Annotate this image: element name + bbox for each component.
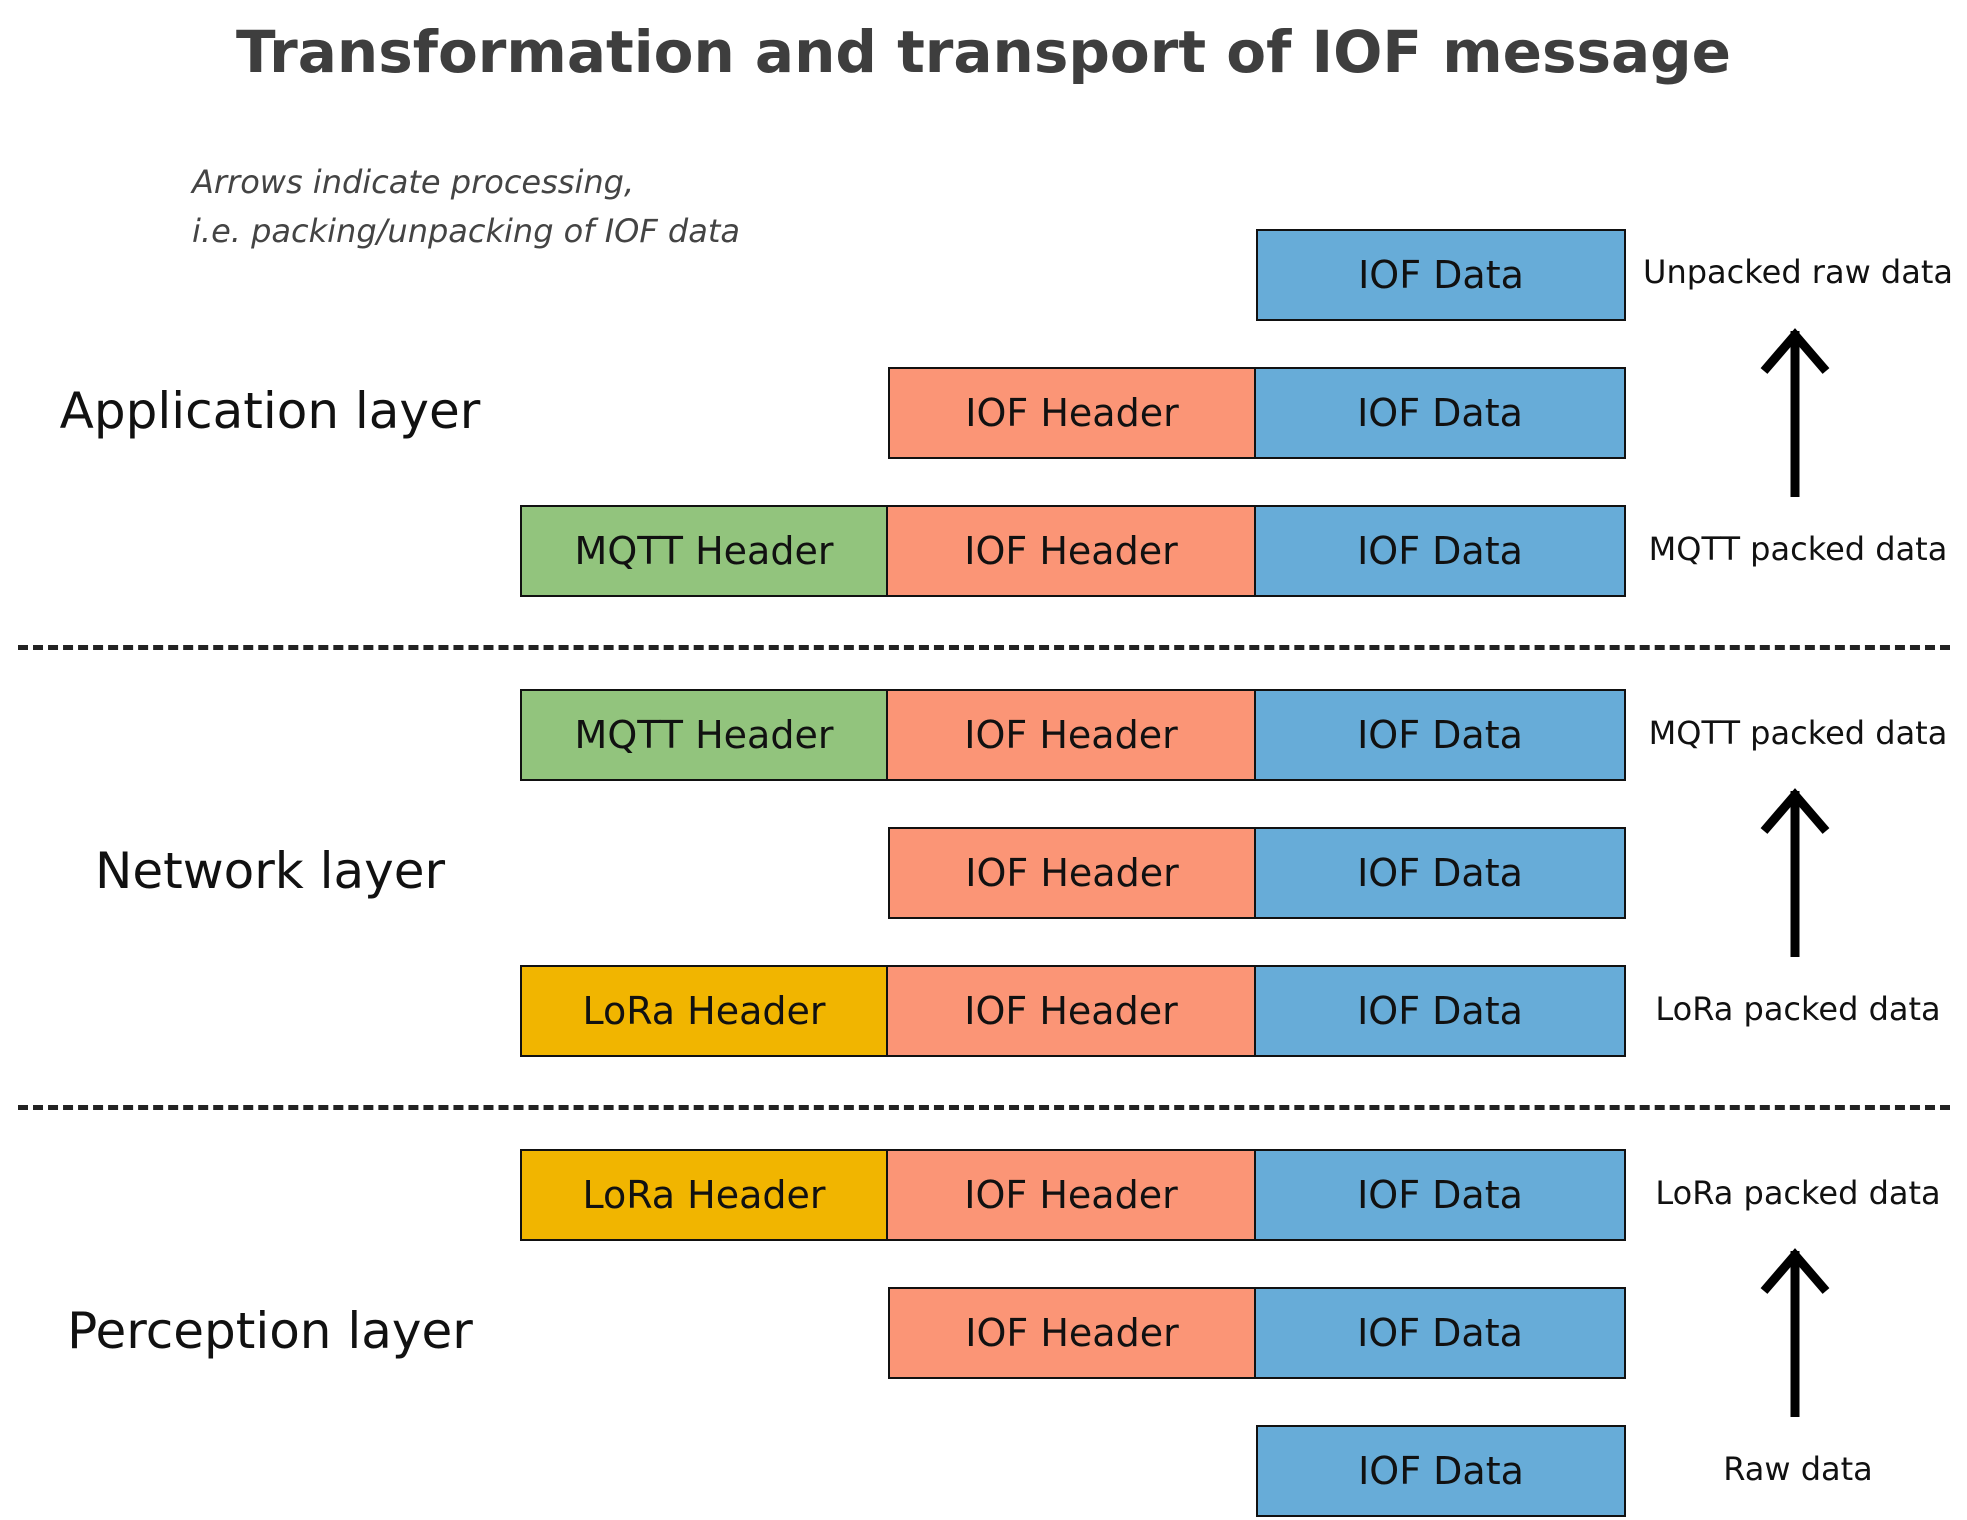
iof-header-block: IOF Header <box>888 1149 1256 1241</box>
iof-data-block: IOF Data <box>1256 229 1626 321</box>
label-unpacked-raw-data: Unpacked raw data <box>1643 253 1953 291</box>
up-arrow-icon <box>1760 788 1830 957</box>
iof-data-block: IOF Data <box>1256 1149 1626 1241</box>
per-row-lora: LoRa Header IOF Header IOF Data <box>0 1149 1967 1241</box>
lora-header-block: LoRa Header <box>520 1149 888 1241</box>
net-row-mqtt: MQTT Header IOF Header IOF Data <box>0 689 1967 781</box>
iof-header-block: IOF Header <box>888 827 1256 919</box>
note-line-2: i.e. packing/unpacking of IOF data <box>192 212 740 250</box>
iof-data-block: IOF Data <box>1256 367 1626 459</box>
iof-header-block: IOF Header <box>888 367 1256 459</box>
iof-data-block: IOF Data <box>1256 1425 1626 1517</box>
mqtt-header-block: MQTT Header <box>520 505 888 597</box>
layer-label-perception: Perception layer <box>67 1302 473 1360</box>
net-row-iof: IOF Header IOF Data <box>0 827 1967 919</box>
up-arrow-icon <box>1760 328 1830 497</box>
layer-divider <box>18 1105 1950 1110</box>
iof-data-block: IOF Data <box>1256 505 1626 597</box>
layer-label-application: Application layer <box>59 382 481 440</box>
label-lora-packed-data: LoRa packed data <box>1655 990 1941 1028</box>
processing-note: Arrows indicate processing, i.e. packing… <box>192 158 740 256</box>
layer-label-network: Network layer <box>94 842 446 900</box>
label-lora-packed-data: LoRa packed data <box>1655 1174 1941 1212</box>
layer-divider <box>18 645 1950 650</box>
iof-header-block: IOF Header <box>888 965 1256 1057</box>
lora-header-block: LoRa Header <box>520 965 888 1057</box>
label-mqtt-packed-data: MQTT packed data <box>1648 714 1948 752</box>
app-row-iof: IOF Header IOF Data <box>0 367 1967 459</box>
iof-data-block: IOF Data <box>1256 1287 1626 1379</box>
iof-data-block: IOF Data <box>1256 827 1626 919</box>
note-line-1: Arrows indicate processing, <box>192 163 635 201</box>
iof-header-block: IOF Header <box>888 1287 1256 1379</box>
per-row-iof: IOF Header IOF Data <box>0 1287 1967 1379</box>
iof-data-block: IOF Data <box>1256 689 1626 781</box>
app-row-mqtt: MQTT Header IOF Header IOF Data <box>0 505 1967 597</box>
per-row-raw: IOF Data <box>0 1425 1967 1517</box>
up-arrow-icon <box>1760 1248 1830 1417</box>
iof-header-block: IOF Header <box>888 689 1256 781</box>
label-raw-data: Raw data <box>1723 1450 1873 1488</box>
diagram-title: Transformation and transport of IOF mess… <box>235 18 1732 86</box>
app-row-unpacked: IOF Data <box>0 229 1967 321</box>
label-mqtt-packed-data: MQTT packed data <box>1648 530 1948 568</box>
net-row-lora: LoRa Header IOF Header IOF Data <box>0 965 1967 1057</box>
mqtt-header-block: MQTT Header <box>520 689 888 781</box>
iof-header-block: IOF Header <box>888 505 1256 597</box>
iof-data-block: IOF Data <box>1256 965 1626 1057</box>
